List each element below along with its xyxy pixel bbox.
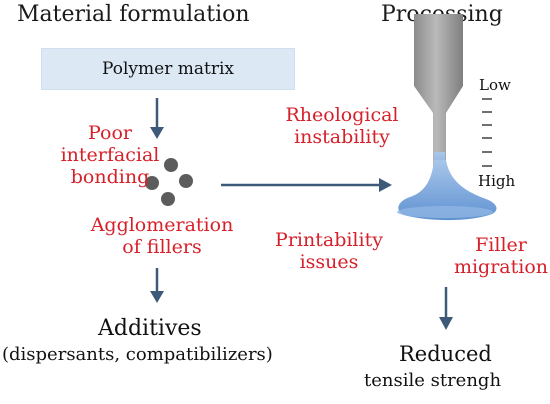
filler-particle [161, 192, 175, 206]
filler-particle [145, 176, 159, 190]
extruded-material [398, 160, 497, 221]
arrow-down-2 [150, 268, 164, 303]
scale-low-label: Low [479, 76, 511, 94]
viscosity-scale [482, 98, 492, 167]
arrow-down-3 [439, 287, 453, 330]
filler-migration-label: Filler migration [453, 234, 549, 278]
filler-particles [145, 158, 193, 206]
additives-detail: (dispersants, compatibilizers) [2, 344, 273, 365]
material-formulation-heading: Material formulation [17, 2, 250, 27]
arrow-right [221, 178, 392, 192]
filler-particle [164, 158, 178, 172]
rheological-instability-label: Rheological instability [285, 104, 399, 148]
printability-issues-label: Printability issues [275, 229, 383, 273]
polymer-matrix-label: Polymer matrix [102, 59, 234, 79]
poor-interfacial-bonding-label: Poor interfacial bonding [60, 122, 160, 188]
filler-particle [179, 174, 193, 188]
print-nozzle-icon [397, 14, 497, 221]
reduced-title: Reduced [399, 342, 492, 366]
agglomeration-label: Agglomeration of fillers [90, 214, 234, 258]
reduced-detail: tensile strengh [364, 370, 502, 391]
arrow-down-1 [150, 98, 164, 139]
polymer-matrix-box: Polymer matrix [41, 48, 295, 90]
scale-high-label: High [478, 172, 516, 190]
additives-title: Additives [98, 316, 202, 341]
